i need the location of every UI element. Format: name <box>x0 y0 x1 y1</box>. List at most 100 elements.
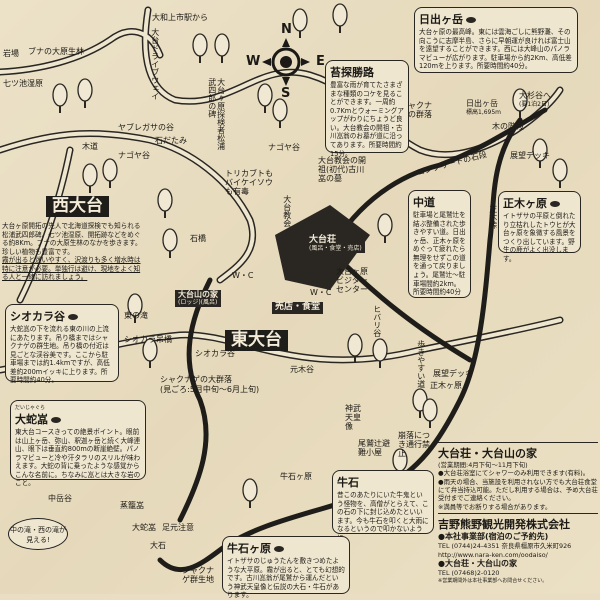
label-matsuura: 大台ヶ原探検者松浦武四郎の碑 <box>207 78 226 150</box>
facility-note: ※満員等でお断りする場合があります。 <box>438 502 552 511</box>
eye-icon <box>68 314 78 320</box>
label-ishibashi: 石橋 <box>190 234 206 243</box>
box-text: 大蛇嵓の下を流れる東の川の上流にあたります。吊り橋まではシャクナゲの群生地。吊り… <box>10 325 110 385</box>
facility-note: ●雨天の場合、当施設を利用されない方でも大台荘食堂にて弁当持込可能。ただし利用す… <box>438 477 598 503</box>
label-mokudo: 木道 <box>82 142 98 151</box>
compass-rose: N E S W <box>246 22 326 101</box>
label-daijagura: 大蛇嵓 <box>132 523 156 532</box>
compass-e: E <box>316 54 325 69</box>
label-nanatsuike: 七ツ池湿原 <box>3 79 43 88</box>
label-kyokai: 大台教会 <box>282 195 292 227</box>
lodge-label: 大台山の家(ロッジ)(風呂) <box>175 290 221 308</box>
shop-label: 売店・食堂 <box>272 302 324 314</box>
label-nagoya-1: ナゴヤ谷 <box>118 151 150 160</box>
label-shiokara-bridge: シオカラ吊橋 <box>124 335 172 344</box>
label-owase: 尾鷲辻避難小屋 <box>358 439 390 457</box>
eye-icon <box>550 201 560 207</box>
eye-icon <box>274 546 284 552</box>
box-title: 大蛇嵓 <box>15 413 48 426</box>
speech-bubble: 中の滝・西の滝が見える! <box>8 518 68 550</box>
label-wc-1: W・C <box>232 271 254 280</box>
compass-n: N <box>281 22 292 37</box>
box-ruby: だいじゃぐら <box>15 405 46 411</box>
label-higashi-taki: 東の滝 <box>124 311 148 320</box>
facility-footnote: ※営業期間外は本社事業部へお問合せください。 <box>438 577 548 584</box>
label-closed: 崩落につき通行禁止 <box>398 431 430 458</box>
compass-s: S <box>281 86 291 101</box>
west-description: 大台ヶ原開拓の先人で北海道探検でも知られる松浦武四郎碑、七ツ池湿原、開拓跡などを… <box>2 222 142 282</box>
label-shakunage-hinode: シャクナゲの群落 <box>400 101 432 119</box>
tree-icon <box>192 33 208 57</box>
label-driveway: 大台ドライブウェイ <box>150 28 160 100</box>
label-motogi: 元木谷 <box>290 365 314 374</box>
label-ushiishigahara: 牛石ヶ原 <box>280 472 312 481</box>
tree-icon <box>257 83 273 107</box>
label-from-station: 大和上市駅から <box>152 13 208 22</box>
box-text: 大台ヶ原の最高峰。東には雲海ごしに熊野灘、その向こうに志摩半島、さらに早朝運が良… <box>419 28 572 71</box>
tree-icon <box>52 83 68 107</box>
label-tenbo-2: 展望デッキ <box>510 151 550 160</box>
eye-icon <box>51 417 61 423</box>
tree-icon <box>77 78 93 102</box>
label-osugi-sub: (要1泊2日) <box>519 101 550 108</box>
trees <box>52 3 568 508</box>
facility-period: (営業期間:4月下旬〜11月下旬) <box>438 461 528 469</box>
label-shiokara-valley: シオカラ谷 <box>195 349 235 358</box>
daidaiso-sub: (風呂・食堂・売店) <box>309 244 362 252</box>
website-link[interactable]: http://www.nara-ken.com/oodaiso/ <box>438 550 548 559</box>
tree-icon <box>127 293 143 317</box>
tree-icon <box>512 88 528 112</box>
tree-icon <box>377 213 393 237</box>
tree-icon <box>242 478 258 502</box>
box-title: 牛石ヶ原 <box>227 542 271 555</box>
info-box-masaki: 正木ヶ原 イトザサの平原と倒れたり立枯れしたトウヒが大台ヶ原を象徴する風景をつく… <box>498 191 581 263</box>
label-jinmu: 神武天皇像 <box>345 404 361 431</box>
info-box-hinode: 日出ヶ岳 大台ヶ原の最高峰。東には雲海ごしに熊野灘、その向こうに志摩半島、さらに… <box>414 7 578 73</box>
tree-icon <box>162 228 178 252</box>
tree-icon <box>157 188 173 212</box>
daidaiso-name: 大台荘 <box>309 235 337 245</box>
compass-w: W <box>246 54 261 69</box>
tree-icon <box>347 333 363 357</box>
label-hibari: ヒバリ谷 <box>372 305 382 337</box>
lodge-name: 大台山の家 <box>178 290 218 299</box>
label-nakatake: 中岳谷 <box>48 494 72 503</box>
box-title: シオカラ谷 <box>10 310 65 323</box>
tree-icon <box>532 138 548 162</box>
label-grave: 大台教会の開祖(初代)古川嵓の墓 <box>318 156 366 183</box>
label-hinode: 日出ヶ岳 <box>466 99 498 108</box>
lodge-sub: (ロッジ)(風呂) <box>178 298 218 306</box>
info-box-nakamichi: 中道 駐車場と尾鷲辻を結ぶ整備された歩きやすい道。日出ヶ岳、正木ヶ原をめぐって疲… <box>408 190 471 298</box>
label-masaki-toge: 正木峠 <box>488 205 498 229</box>
box-text: イトザサのじゅうたんを敷きつめたような大平原。霧が出ると、とても幻想的です。古川… <box>227 557 345 600</box>
tree-icon <box>272 98 288 122</box>
info-box-ushiishi: 牛石 昔このあたりにいた牛鬼という怪物を、高僧がとらえて、この石の下に封じ込めた… <box>332 470 434 542</box>
facility-info: 大台荘・大台山の家 (営業期間:4月下旬〜11月下旬) ●大台荘浴室にてシャワー… <box>438 440 598 594</box>
label-masaki-point: 正木ヶ原 <box>430 381 462 390</box>
box-title: 苔探勝路 <box>330 66 374 79</box>
facility-note: ●大台荘浴室にてシャワーのみ利用できます(有料)。 <box>438 469 590 478</box>
daidaiso-label: 大台荘(風呂・食堂・売店) <box>306 235 365 254</box>
area-west-title: 西大台 <box>46 196 109 217</box>
tree-icon <box>372 338 388 362</box>
east-trail <box>157 107 548 573</box>
label-visitor-center: 大台ヶ原ビジターセンター <box>336 267 368 294</box>
box-title: 牛石 <box>337 476 359 489</box>
label-yabure: ヤブレガサの谷 <box>118 123 174 132</box>
label-nagoya-2: ナゴヤ谷 <box>268 143 300 152</box>
label-shakunage-big: シャクナゲの大群落 <box>160 375 232 384</box>
label-shakunage-gun: シャクナゲ群生地 <box>182 566 214 584</box>
label-oishi: 大石 <box>150 541 166 550</box>
label-shakunage-season: (見ごろ:5月中旬〜6月上旬) <box>160 385 260 394</box>
west-desc-warning: 霧が出ると迷いやすく、沢渡りも多く増水時は特に注意が必要。単独行は避け、現地をよ… <box>2 256 141 282</box>
company-name: 吉野熊野観光開発株式会社 <box>438 517 570 531</box>
label-buna: ブナの大原生林 <box>28 47 84 56</box>
label-wc-2: W・C <box>310 288 332 297</box>
tree-icon <box>142 338 158 362</box>
eye-icon <box>466 17 476 23</box>
label-iwaba: 岩場 <box>3 49 19 58</box>
tree-icon <box>82 163 98 187</box>
label-kaidan: 木の階段 <box>492 122 524 131</box>
facility-title: 大台荘・大台山の家 <box>438 447 537 460</box>
